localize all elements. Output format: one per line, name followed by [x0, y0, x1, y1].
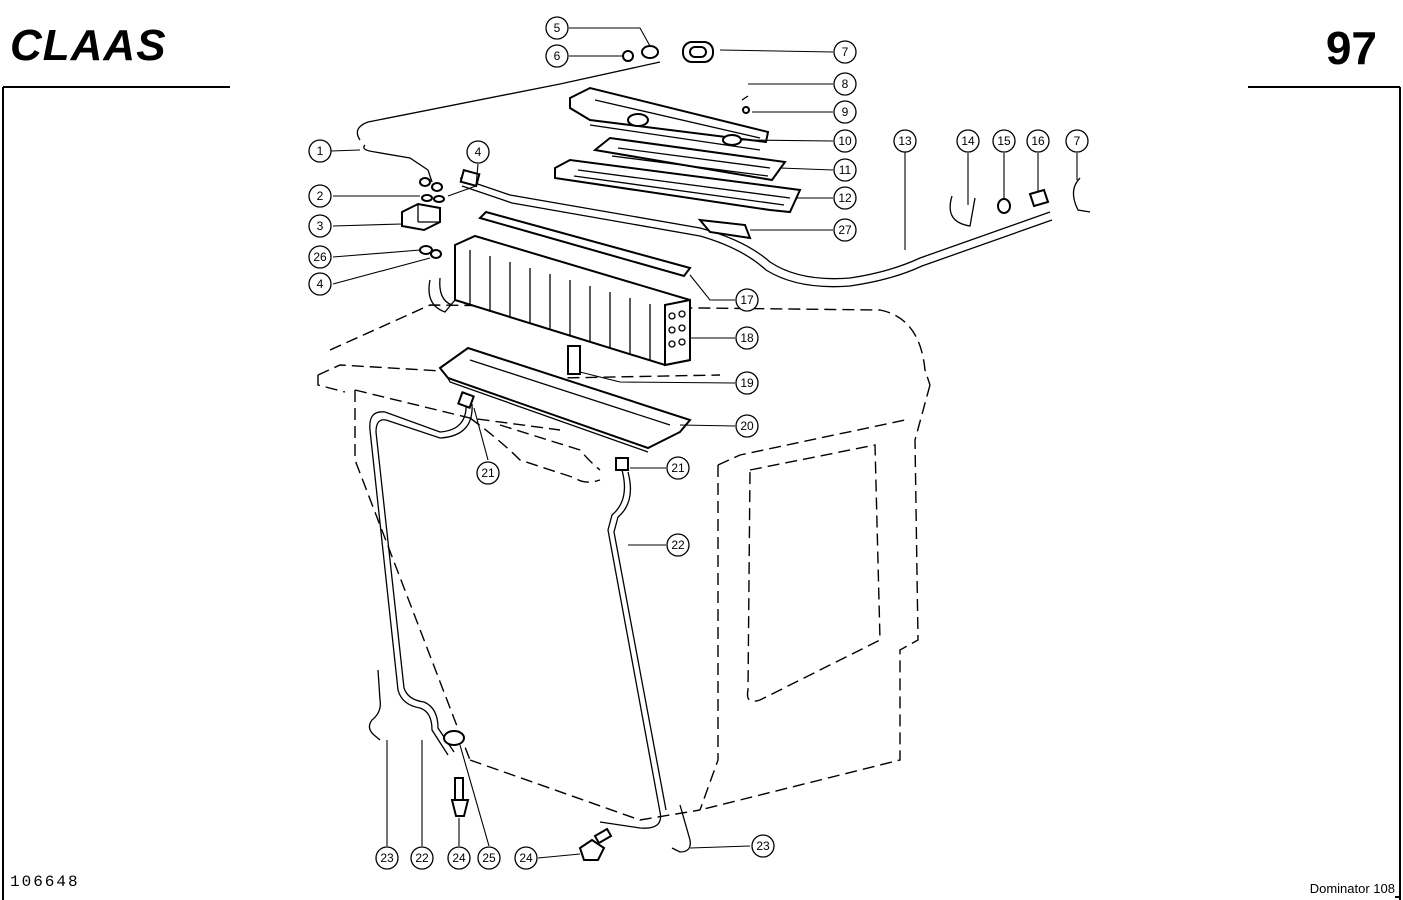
drain-valve-left: [450, 777, 470, 817]
callout-1: 1: [308, 139, 332, 163]
callout-27: 27: [833, 218, 857, 242]
drain-hose-right: [599, 457, 667, 829]
svg-text:15: 15: [997, 134, 1011, 148]
pipe-13: [459, 177, 1053, 288]
hose-end-left: [368, 669, 381, 741]
expansion-valve: [401, 202, 441, 232]
fittings-cluster: [419, 168, 481, 259]
svg-text:12: 12: [838, 191, 852, 205]
svg-text:17: 17: [740, 293, 754, 307]
callout-23b: 23: [751, 834, 775, 858]
svg-text:21: 21: [671, 461, 685, 475]
callout-7a: 7: [833, 40, 857, 64]
svg-text:27: 27: [838, 223, 852, 237]
svg-text:4: 4: [317, 277, 324, 291]
seal-strip-17: [478, 210, 692, 278]
callout-10: 10: [833, 129, 857, 153]
brand-logo: CLAAS: [10, 21, 167, 70]
grille-11: [592, 136, 787, 182]
leader-lines: [330, 27, 1078, 859]
callout-22b: 22: [410, 846, 434, 870]
svg-text:13: 13: [898, 134, 912, 148]
svg-text:9: 9: [842, 105, 849, 119]
small-parts-right: [949, 177, 1091, 227]
svg-text:6: 6: [554, 49, 561, 63]
callout-19: 19: [735, 371, 759, 395]
callout-21a: 21: [476, 461, 500, 485]
svg-text:22: 22: [671, 538, 685, 552]
callout-18: 18: [735, 326, 759, 350]
heat-exchanger: [428, 234, 691, 367]
callout-26: 26: [308, 245, 332, 269]
callout-3: 3: [308, 214, 332, 238]
drain-hose-left: [369, 391, 475, 756]
page-number: 97: [1326, 22, 1377, 74]
svg-text:26: 26: [313, 250, 327, 264]
svg-text:22: 22: [415, 851, 429, 865]
callout-14: 14: [956, 129, 980, 153]
drain-tray: [438, 346, 692, 453]
callout-15: 15: [992, 129, 1016, 153]
callout-11: 11: [833, 158, 857, 182]
callout-16: 16: [1026, 129, 1050, 153]
svg-text:4: 4: [475, 145, 482, 159]
svg-text:8: 8: [842, 77, 849, 91]
callout-25: 25: [477, 846, 501, 870]
top-panel: [569, 86, 770, 151]
svg-text:3: 3: [317, 219, 324, 233]
callout-12: 12: [833, 186, 857, 210]
callout-23a: 23: [375, 846, 399, 870]
svg-text:21: 21: [481, 466, 495, 480]
model-name: Dominator 108: [1310, 881, 1395, 896]
svg-text:23: 23: [756, 839, 770, 853]
callout-20: 20: [735, 414, 759, 438]
hose-end-right: [671, 804, 691, 853]
svg-text:11: 11: [839, 163, 852, 177]
callout-5: 5: [545, 16, 569, 40]
drain-valve-right: [578, 827, 613, 861]
grille-12: [554, 158, 802, 214]
small-parts-top: [622, 41, 750, 114]
callout-4a: 4: [466, 140, 490, 164]
bracket-19: [567, 345, 581, 375]
svg-text:24: 24: [519, 851, 533, 865]
svg-text:7: 7: [842, 45, 849, 59]
callout-4b: 4: [308, 272, 332, 296]
svg-text:2: 2: [317, 189, 324, 203]
cab-outline: [317, 304, 931, 821]
callout-13: 13: [893, 129, 917, 153]
svg-text:18: 18: [740, 331, 754, 345]
svg-text:24: 24: [452, 851, 466, 865]
callout-24b: 24: [514, 846, 538, 870]
pipe-1: [356, 61, 661, 183]
svg-text:1: 1: [317, 144, 324, 158]
callout-22a: 22: [666, 533, 690, 557]
callout-7b: 7: [1065, 129, 1089, 153]
svg-text:5: 5: [554, 21, 561, 35]
svg-text:7: 7: [1074, 134, 1081, 148]
callout-2: 2: [308, 184, 332, 208]
svg-text:20: 20: [740, 419, 754, 433]
svg-text:23: 23: [380, 851, 394, 865]
svg-text:14: 14: [961, 134, 975, 148]
callout-21b: 21: [666, 456, 690, 480]
callout-6: 6: [545, 44, 569, 68]
svg-text:16: 16: [1031, 134, 1045, 148]
svg-text:19: 19: [740, 376, 754, 390]
svg-text:10: 10: [838, 134, 852, 148]
callout-8: 8: [833, 72, 857, 96]
callout-9: 9: [833, 100, 857, 124]
cover-strip-27: [697, 218, 752, 240]
svg-text:25: 25: [482, 851, 496, 865]
callout-17: 17: [735, 288, 759, 312]
drawing-number: 106648: [10, 873, 80, 891]
clamp-25: [443, 730, 465, 746]
callout-24a: 24: [447, 846, 471, 870]
